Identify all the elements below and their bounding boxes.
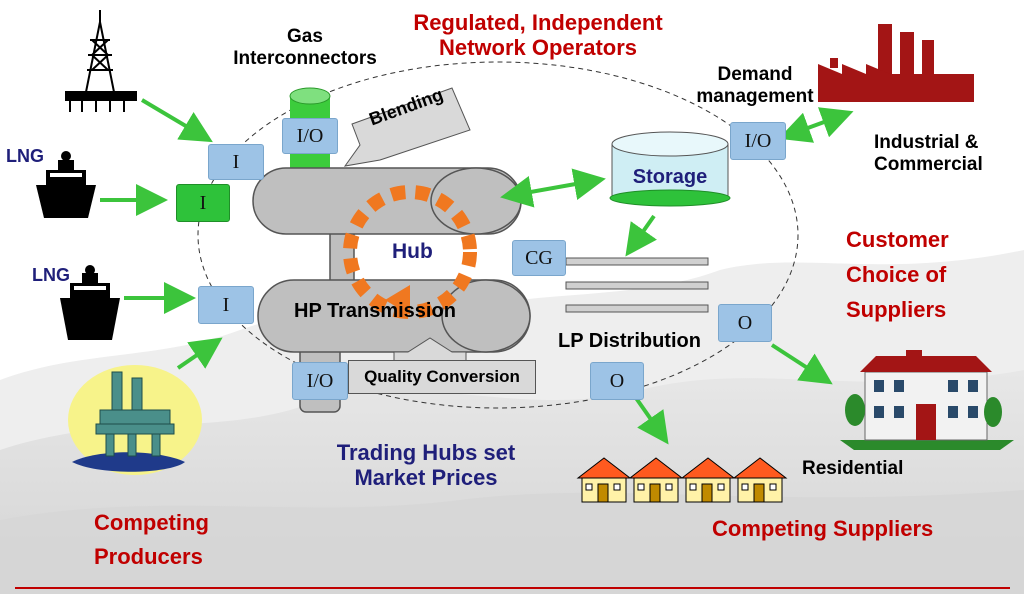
lng-ship-icon bbox=[36, 151, 96, 218]
industrial-commercial-label: Industrial & Commercial bbox=[874, 132, 983, 175]
input-point-box: I bbox=[198, 286, 254, 324]
demand-management-label: Demand management bbox=[696, 64, 814, 107]
gas-interconnectors-label: Gas Interconnectors bbox=[233, 26, 377, 69]
hub-label: Hub bbox=[392, 240, 433, 263]
io-point-box: I/O bbox=[292, 362, 348, 400]
io-point-box: I/O bbox=[282, 118, 338, 154]
flow-arrows bbox=[100, 98, 854, 445]
output-point-box: O bbox=[590, 362, 644, 400]
quality-conversion-label: Quality Conversion bbox=[348, 360, 536, 394]
competing-suppliers-label: Competing Suppliers bbox=[712, 516, 934, 541]
storage-label: Storage bbox=[632, 166, 708, 188]
offshore-platform-icon bbox=[68, 365, 202, 475]
factory-icon bbox=[818, 24, 974, 102]
city-gate-box: CG bbox=[512, 240, 566, 276]
trading-hubs-label: Trading Hubs set Market Prices bbox=[336, 440, 516, 491]
house-icon bbox=[840, 350, 1014, 450]
lp-distribution-label: LP Distribution bbox=[558, 330, 701, 352]
io-point-box: I/O bbox=[730, 122, 786, 160]
output-point-box: O bbox=[718, 304, 772, 342]
lp-distribution-lines bbox=[565, 257, 709, 313]
lng-label: LNG bbox=[32, 265, 70, 285]
competing-producers-label: Competing Producers bbox=[94, 510, 209, 570]
input-point-box: I bbox=[176, 184, 230, 222]
hub-pipes bbox=[252, 167, 531, 413]
row-houses-icon bbox=[576, 457, 787, 503]
hp-transmission-label: HP Transmission bbox=[294, 300, 456, 322]
input-point-box: I bbox=[208, 144, 264, 180]
storage-tank bbox=[609, 131, 731, 207]
hub-flow-arrowhead bbox=[385, 285, 410, 315]
oil-rig-icon bbox=[65, 10, 137, 112]
hub-flow-circle bbox=[343, 185, 477, 319]
residential-label: Residential bbox=[802, 458, 904, 479]
network-boundary bbox=[197, 61, 799, 409]
lng-ship-icon bbox=[60, 265, 120, 340]
regulated-operators-label: Regulated, Independent Network Operators bbox=[413, 10, 663, 61]
lng-label: LNG bbox=[6, 146, 44, 166]
blending-callout bbox=[343, 87, 471, 167]
customer-choice-label: Customer Choice of Suppliers bbox=[846, 227, 949, 323]
